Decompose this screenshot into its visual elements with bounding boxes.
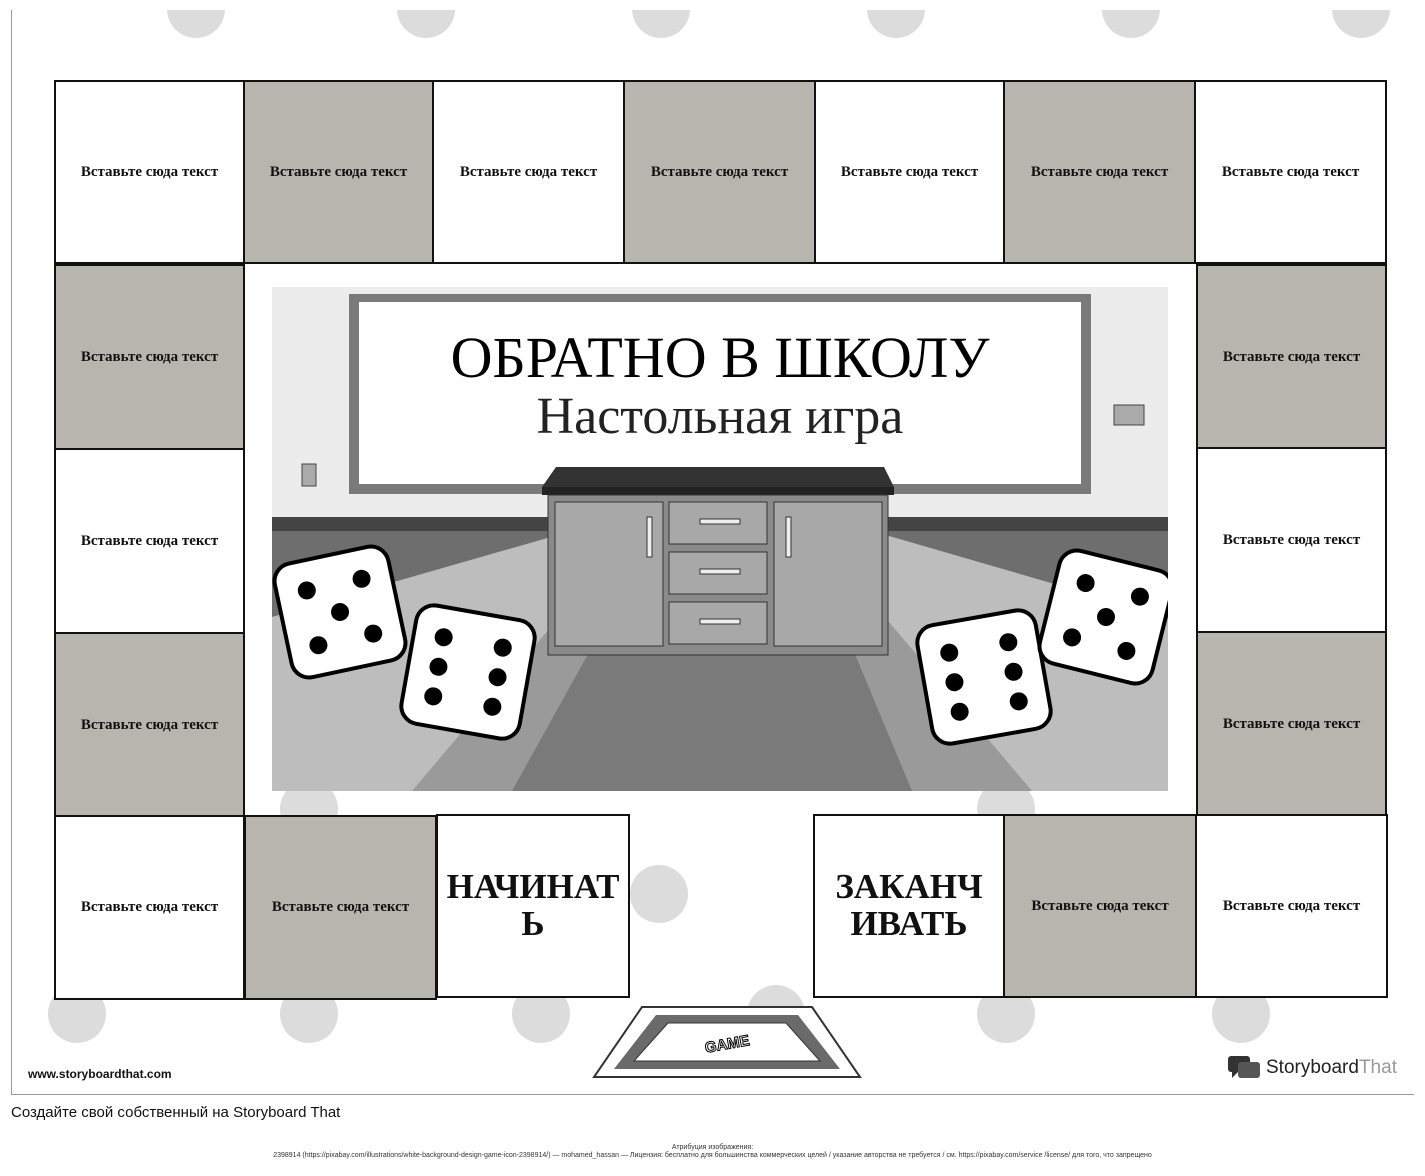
board-space[interactable]: Вставьте сюда текст xyxy=(1196,264,1387,450)
create-your-own-link[interactable]: Создайте свой собственный на Storyboard … xyxy=(11,1104,341,1121)
board-space[interactable]: Вставьте сюда текст xyxy=(623,80,816,264)
board-space[interactable]: Вставьте сюда текст xyxy=(1003,814,1197,998)
board-space[interactable]: Вставьте сюда текст xyxy=(54,632,245,818)
finish-space[interactable]: ЗАКАНЧ ИВАТЬ xyxy=(813,814,1005,998)
board-title: ОБРАТНО В ШКОЛУ xyxy=(451,325,991,390)
speech-bubble-icon xyxy=(1228,1056,1260,1078)
board-subtitle: Настольная игра xyxy=(537,388,904,445)
site-link[interactable]: www.storyboardthat.com xyxy=(28,1067,172,1081)
board-space[interactable]: Вставьте сюда текст xyxy=(244,815,437,1000)
attribution-text: 2398914 (https://pixabay.com/illustratio… xyxy=(273,1152,1152,1159)
dice-icon xyxy=(915,608,1053,746)
start-space[interactable]: НАЧИНАТ Ь xyxy=(436,814,630,998)
board-space[interactable]: Вставьте сюда текст xyxy=(243,80,434,264)
board-space[interactable]: Вставьте сюда текст xyxy=(1194,80,1387,264)
board-space[interactable]: Вставьте сюда текст xyxy=(54,815,245,1000)
attribution-heading: Атрибуция изображения: xyxy=(671,1144,754,1151)
outlet-icon xyxy=(301,463,317,487)
desk xyxy=(542,467,894,656)
board-space[interactable]: Вставьте сюда текст xyxy=(1196,447,1387,633)
polka-dot xyxy=(1102,10,1160,38)
board-space[interactable]: Вставьте сюда текст xyxy=(54,80,245,264)
storyboardthat-logo[interactable]: StoryboardThat xyxy=(1228,1056,1397,1080)
polka-dot xyxy=(630,865,688,923)
board-space[interactable]: Вставьте сюда текст xyxy=(814,80,1005,264)
polka-dot xyxy=(867,10,925,38)
dice-icon xyxy=(272,544,408,680)
board-space[interactable]: Вставьте сюда текст xyxy=(54,264,245,450)
dice-icon xyxy=(1037,548,1168,686)
outlet-icon xyxy=(1113,404,1145,426)
classroom-scene: ОБРАТНО В ШКОЛУ Настольная игра xyxy=(272,287,1168,791)
polka-dot xyxy=(1332,10,1390,38)
board-space[interactable]: Вставьте сюда текст xyxy=(1196,631,1387,817)
board-space[interactable]: Вставьте сюда текст xyxy=(432,80,625,264)
game-board: Вставьте сюда текст Вставьте сюда текст … xyxy=(11,10,1414,1095)
game-mat-icon: GAME xyxy=(592,1006,862,1078)
board-space[interactable]: Вставьте сюда текст xyxy=(1003,80,1196,264)
polka-dot xyxy=(397,10,455,38)
polka-dot xyxy=(632,10,690,38)
board-space[interactable]: Вставьте сюда текст xyxy=(54,448,245,634)
board-space[interactable]: Вставьте сюда текст xyxy=(1195,814,1388,998)
dice-icon xyxy=(399,603,537,741)
polka-dot xyxy=(167,10,225,38)
